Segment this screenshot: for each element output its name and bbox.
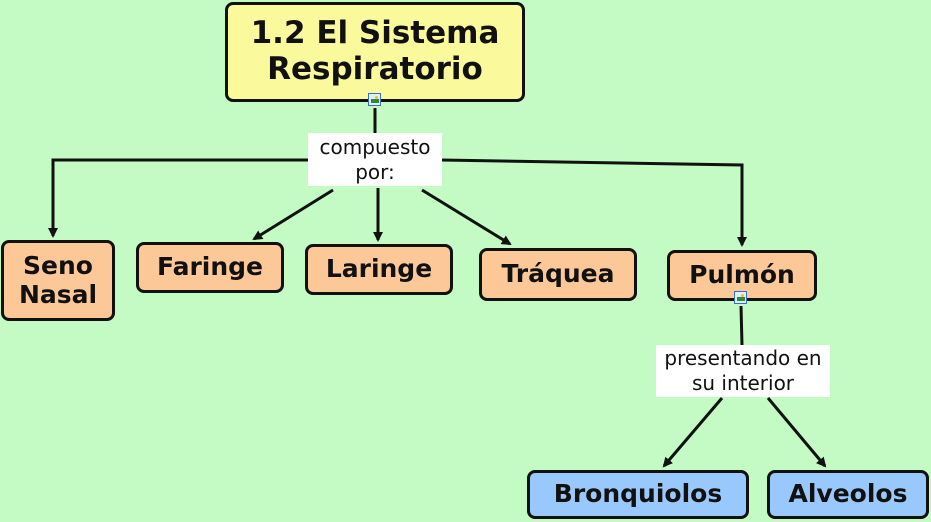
concept-alveolos[interactable]: Alveolos — [767, 470, 929, 519]
concept-text: Pulmón — [689, 260, 795, 290]
image-resource-icon[interactable] — [734, 291, 747, 304]
concept-traquea[interactable]: Tráquea — [479, 248, 637, 301]
concept-text: Tráquea — [501, 259, 615, 289]
concept-text: Alveolos — [788, 479, 908, 509]
concept-bronquiolos[interactable]: Bronquiolos — [527, 470, 749, 519]
concept-text: Laringe — [325, 254, 433, 284]
link-label-compuesto[interactable]: compuesto por: — [308, 133, 442, 186]
concept-seno-nasal[interactable]: Seno Nasal — [1, 240, 115, 321]
concept-laringe[interactable]: Laringe — [305, 244, 453, 295]
link-text: presentando en su interior — [664, 346, 822, 395]
concept-title[interactable]: 1.2 El Sistema Respiratorio — [225, 2, 525, 102]
link-text: compuesto por: — [319, 134, 431, 184]
title-text: 1.2 El Sistema Respiratorio — [250, 15, 500, 87]
link-label-presentando[interactable]: presentando en su interior — [656, 345, 830, 397]
concept-text: Seno Nasal — [18, 250, 98, 309]
image-resource-icon[interactable] — [368, 93, 381, 106]
concept-faringe[interactable]: Faringe — [136, 242, 284, 293]
concept-text: Bronquiolos — [553, 479, 723, 509]
concept-text: Faringe — [156, 252, 264, 282]
